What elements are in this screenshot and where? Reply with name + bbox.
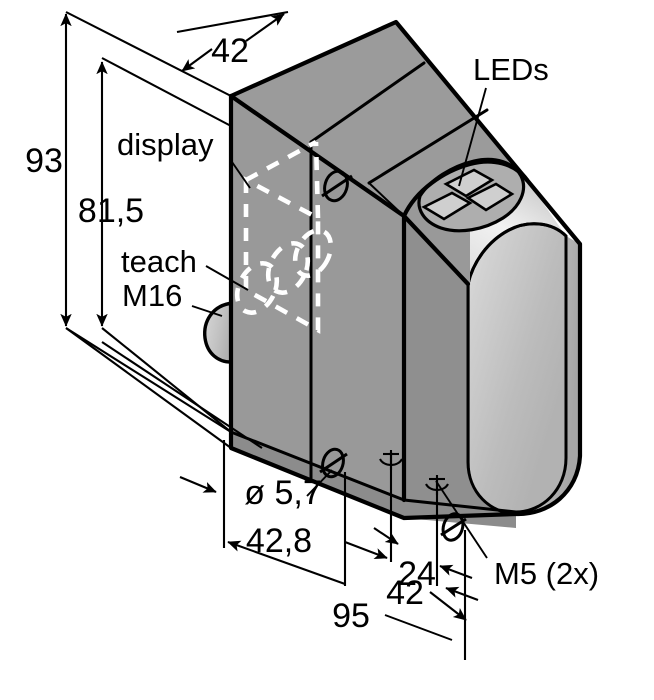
- dimension-42-bottom: 42: [386, 574, 424, 612]
- led-indicator-2: [421, 191, 473, 221]
- display-window-dashed: [243, 176, 321, 334]
- leader-m16: [191, 305, 223, 317]
- leader-95: [384, 614, 453, 641]
- display-window-right-dashed: [313, 141, 321, 219]
- led-indicator-3: [465, 182, 515, 212]
- lens-inner-edge: [466, 222, 568, 514]
- dimension-81-5: 81,5: [78, 192, 144, 230]
- led-indicator-1: [443, 168, 495, 198]
- housing-top-seam-1: [309, 61, 426, 144]
- m16-connector-body: [203, 301, 235, 364]
- dimension-42-top: 42: [211, 32, 249, 70]
- leader-dia-5-7: [306, 469, 333, 497]
- dimension-annotations: 93 81,5 42 ø 5,7 42,8 95 42 24: [25, 10, 599, 660]
- ext-line-bottom-815b: [101, 341, 263, 449]
- dimension-95: 95: [332, 597, 370, 635]
- ext-line-top-815: [101, 57, 232, 127]
- diameter-symbol-upper: [321, 169, 353, 203]
- dimension-24: 24: [398, 555, 436, 593]
- dimension-line-42-bottom-right: [429, 591, 467, 621]
- teach-button-3-dashed: [292, 228, 334, 278]
- dimension-line-42-bottom: [344, 541, 388, 559]
- sensor-body: [203, 19, 583, 542]
- housing-top-seam-2: [367, 108, 489, 185]
- housing-front-face-extension: [404, 216, 500, 511]
- dimension-42-8: 42,8: [246, 522, 312, 560]
- ext-line-bottom-93b: [65, 327, 232, 449]
- housing-bottom-face: [231, 432, 516, 528]
- leader-m5: [435, 480, 488, 559]
- display-hidden-outline: [243, 139, 321, 334]
- lens-top-arc: [401, 159, 530, 219]
- dimension-line-24-left: [373, 527, 399, 545]
- leader-teach: [205, 265, 249, 291]
- diameter-symbol-lower-left: [319, 447, 348, 479]
- dimension-93: 93: [25, 142, 63, 180]
- dimension-line-42-top-right: [245, 13, 285, 42]
- leader-display: [231, 161, 251, 189]
- housing-bottom-edge: [229, 430, 518, 514]
- dimension-line-42-top-left: [181, 48, 213, 72]
- label-display: display: [117, 127, 214, 162]
- label-leds: LEDs: [473, 52, 549, 87]
- lens-front-left-edge: [466, 282, 520, 516]
- ext-line-top-93: [65, 11, 232, 97]
- ext-line-bottom-815: [101, 327, 232, 433]
- led-recess: [417, 157, 526, 233]
- lens-front-surface: [404, 216, 566, 513]
- label-teach: teach: [121, 244, 197, 279]
- dimension-line-24-right-arrow: [445, 586, 479, 601]
- ext-line-42-top-ref: [176, 10, 289, 34]
- dimension-line-42-8-arrow: [179, 476, 217, 493]
- label-m5: M5 (2x): [494, 556, 599, 591]
- ext-line-bottom-93: [65, 327, 232, 433]
- m16-connector: [203, 301, 235, 364]
- leader-leds: [458, 87, 487, 187]
- label-m16: M16: [122, 278, 182, 313]
- dimension-line-95: [227, 540, 346, 585]
- teach-buttons-hidden: [234, 228, 334, 315]
- lens-corner-edge: [401, 213, 471, 287]
- teach-button-1-dashed: [234, 261, 280, 315]
- dimension-line-24-inner: [439, 564, 473, 579]
